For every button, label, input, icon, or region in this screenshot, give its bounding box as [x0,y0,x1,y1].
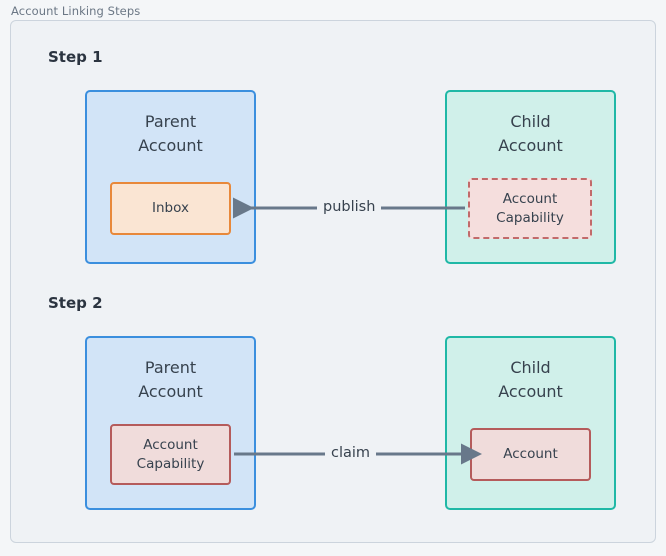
step-1-inbox-box: Inbox [110,182,231,235]
step-1-arrow-label: publish [317,199,382,215]
step-2-label: Step 2 [48,294,103,312]
step-2-account-box: Account [470,428,591,481]
step-2-child-account-title: Child Account [498,358,563,401]
step-1-child-account-title: Child Account [498,112,563,155]
step-1-parent-account-title: Parent Account [138,112,203,155]
step-2-account-capability-box: Account Capability [110,424,231,485]
step-2-child-account-box: Child Account [445,336,616,510]
step-2-parent-account-title: Parent Account [138,358,203,401]
figure-caption: Account Linking Steps [11,4,141,18]
step-1-label: Step 1 [48,48,103,66]
step-1-account-capability-box: Account Capability [468,178,592,239]
step-2-arrow-label: claim [325,445,377,461]
step-1-parent-account-box: Parent Account [85,90,256,264]
